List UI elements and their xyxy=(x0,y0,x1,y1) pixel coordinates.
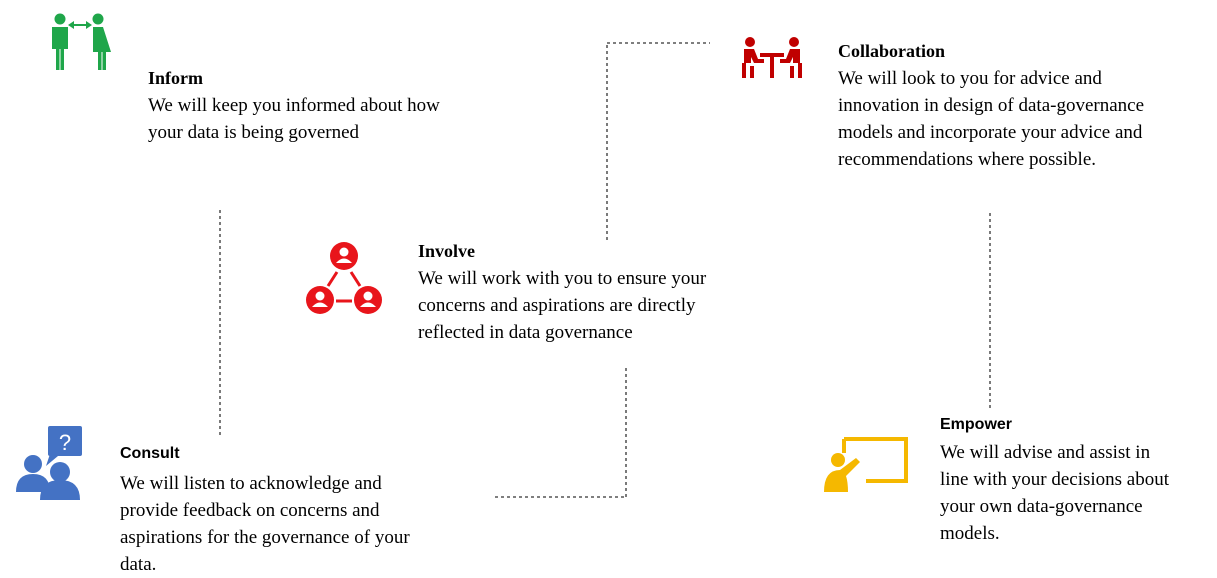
involve-body-line: concerns and aspirations are directly xyxy=(418,295,696,316)
empower-body: We will advise and assist in line with y… xyxy=(940,439,1215,547)
consult-body-line: provide feedback on concerns and xyxy=(120,500,380,521)
involve-body: We will work with you to ensure your con… xyxy=(418,265,818,346)
inform-body-line: your data is being governed xyxy=(148,122,360,143)
meeting-table-icon xyxy=(742,37,802,78)
empower-title: Empower xyxy=(940,416,1013,433)
empower-body-line: We will advise and assist in xyxy=(940,442,1151,463)
empower-body-line: line with your decisions about xyxy=(940,469,1170,490)
consult-body-line: data. xyxy=(120,554,157,575)
collaboration-title: Collaboration xyxy=(838,41,946,61)
collaboration-body-line: innovation in design of data-governance xyxy=(838,95,1145,116)
question-mark: ? xyxy=(59,430,71,455)
involve-title: Involve xyxy=(418,241,476,261)
consult-body: We will listen to acknowledge and provid… xyxy=(120,470,520,578)
network-people-icon xyxy=(306,242,382,314)
collaboration-body: We will look to you for advice and innov… xyxy=(838,65,1213,173)
empower-body-line: models. xyxy=(940,523,1000,544)
two-people-arrow-icon xyxy=(52,13,111,70)
consult-title: Consult xyxy=(120,445,180,462)
collaboration-body-line: We will look to you for advice and xyxy=(838,68,1102,89)
inform-body: We will keep you informed about how your… xyxy=(148,92,548,146)
involve-body-line: We will work with you to ensure your xyxy=(418,268,707,289)
inform-title: Inform xyxy=(148,68,203,88)
inform-body-line: We will keep you informed about how xyxy=(148,95,440,116)
question-chat-people-icon: ? xyxy=(16,426,82,500)
presentation-board-icon xyxy=(824,437,908,492)
consult-body-line: We will listen to acknowledge and xyxy=(120,473,382,494)
collaboration-body-line: recommendations where possible. xyxy=(838,149,1097,170)
consult-body-line: aspirations for the governance of your xyxy=(120,527,410,548)
involve-body-line: reflected in data governance xyxy=(418,322,633,343)
empower-body-line: your own data-governance xyxy=(940,496,1143,517)
collaboration-body-line: models and incorporate your advice and xyxy=(838,122,1143,143)
